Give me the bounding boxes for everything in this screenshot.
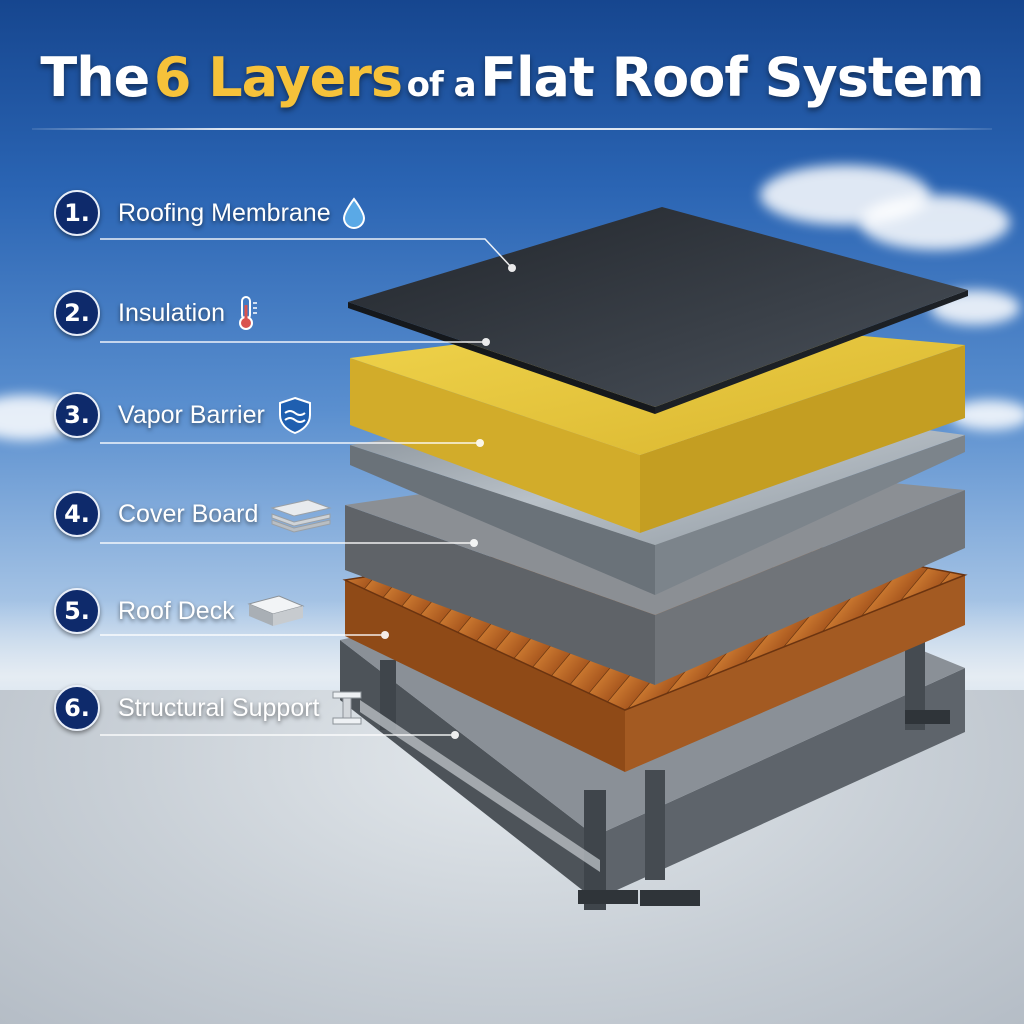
cloud: [860, 195, 1010, 250]
layer-number-badge: 2.: [54, 290, 100, 336]
layer-label-text: Vapor Barrier: [118, 400, 265, 429]
title-divider: [32, 128, 992, 130]
thermometer-icon: [235, 295, 259, 331]
layer-number-badge: 4.: [54, 491, 100, 537]
title-connector: of a: [406, 65, 477, 105]
page-title: The 6 Layers of a Flat Roof System: [0, 46, 1024, 109]
layer-label-2: 2. Insulation: [54, 290, 259, 336]
title-accent: 6 Layers: [153, 46, 403, 109]
roofing-membrane-layer: [348, 207, 968, 414]
i-beam-icon: [330, 689, 364, 727]
layer-label-6: 6. Structural Support: [54, 685, 364, 731]
layer-label-text: Cover Board: [118, 499, 259, 528]
layer-label-1: 1. Roofing Membrane: [54, 190, 367, 236]
water-drop-icon: [341, 197, 367, 229]
title-prefix: The: [40, 46, 150, 109]
shield-waves-icon: [275, 395, 315, 435]
layer-number-badge: 3.: [54, 392, 100, 438]
layer-label-text: Roofing Membrane: [118, 198, 331, 227]
layer-label-3: 3. Vapor Barrier: [54, 392, 315, 438]
layer-number-badge: 6.: [54, 685, 100, 731]
board-stack-icon: [268, 494, 334, 534]
layer-number-badge: 5.: [54, 588, 100, 634]
layer-label-5: 5. Roof Deck: [54, 588, 307, 634]
layer-label-4: 4. Cover Board: [54, 491, 334, 537]
layer-label-text: Structural Support: [118, 693, 320, 722]
leader-lines: [100, 238, 516, 739]
title-suffix: Flat Roof System: [480, 46, 984, 109]
layer-label-text: Insulation: [118, 298, 226, 327]
layer-label-text: Roof Deck: [118, 596, 235, 625]
leader-line-1: [100, 238, 513, 269]
layer-number-badge: 1.: [54, 190, 100, 236]
deck-panel-icon: [245, 592, 307, 630]
